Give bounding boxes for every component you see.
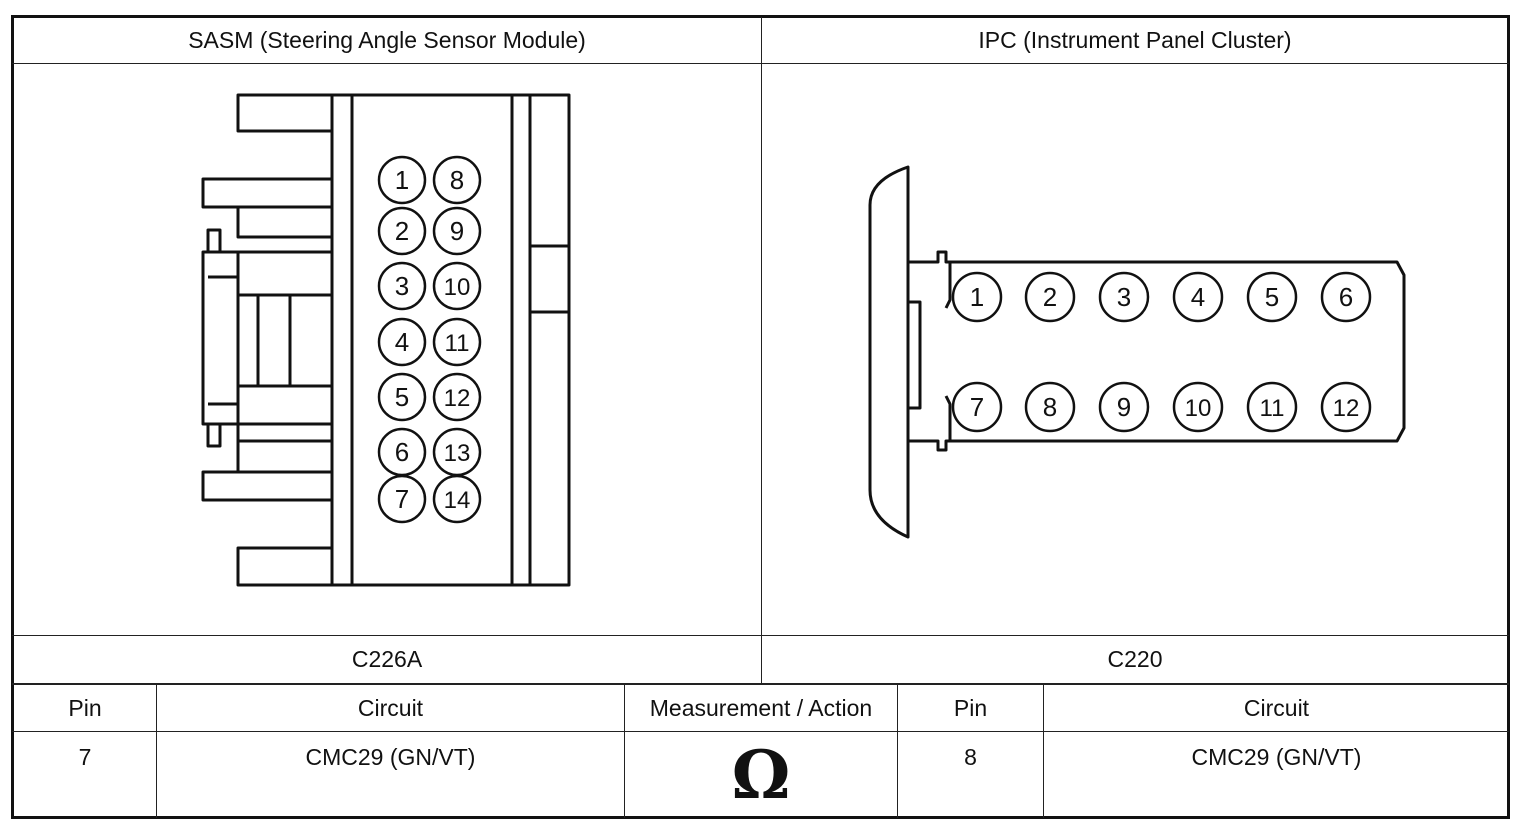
- svg-text:8: 8: [450, 165, 464, 195]
- sasm-pin-12: 12: [432, 372, 482, 422]
- col-header-circuit-b: Circuit: [1243, 694, 1310, 721]
- svg-text:14: 14: [444, 487, 471, 514]
- row-pin-b: 8: [964, 744, 977, 770]
- svg-text:3: 3: [1117, 282, 1131, 312]
- ipc-pin-2: 2: [1024, 271, 1076, 323]
- ipc-pin-7: 7: [951, 381, 1003, 433]
- sasm-pin-3: 3: [377, 261, 427, 311]
- svg-text:5: 5: [395, 382, 409, 412]
- col-divider-1: [156, 684, 157, 818]
- svg-text:7: 7: [970, 392, 984, 422]
- sasm-pin-14: 14: [432, 474, 482, 524]
- svg-text:11: 11: [1260, 395, 1285, 422]
- sasm-pin-4: 4: [377, 317, 427, 367]
- image-divider: [12, 635, 1509, 636]
- col-divider-4: [1043, 684, 1044, 818]
- sasm-pin-13: 13: [432, 427, 482, 477]
- ipc-pin-9: 9: [1098, 381, 1150, 433]
- row-pin-a: 7: [78, 744, 92, 770]
- svg-text:6: 6: [395, 437, 409, 467]
- svg-text:9: 9: [1117, 392, 1131, 422]
- connector-id-left: C226A: [351, 646, 423, 672]
- svg-text:11: 11: [445, 330, 470, 357]
- svg-text:12: 12: [1333, 395, 1360, 422]
- sasm-pin-11: 11: [432, 317, 482, 367]
- ipc-pin-11: 11: [1246, 381, 1298, 433]
- row-circuit-b: CMC29 (GN/VT): [1191, 744, 1362, 770]
- sasm-pin-5: 5: [377, 372, 427, 422]
- col-header-circuit-a: Circuit: [357, 694, 424, 721]
- sasm-pin-7: 7: [377, 474, 427, 524]
- svg-text:5: 5: [1265, 282, 1279, 312]
- ohm-icon: Ω: [731, 736, 791, 814]
- svg-text:4: 4: [1191, 282, 1205, 312]
- col-header-measurement: Measurement / Action: [649, 694, 873, 721]
- center-divider: [761, 17, 762, 684]
- svg-text:10: 10: [444, 274, 471, 301]
- svg-text:2: 2: [1043, 282, 1057, 312]
- col-divider-3: [897, 684, 898, 818]
- svg-text:1: 1: [395, 165, 409, 195]
- svg-text:9: 9: [450, 216, 464, 246]
- connector-id-divider: [12, 683, 1509, 685]
- svg-text:4: 4: [395, 327, 409, 357]
- svg-text:6: 6: [1339, 282, 1353, 312]
- ipc-connector-flange: [868, 165, 910, 539]
- header-divider: [12, 63, 1509, 64]
- col-divider-2: [624, 684, 625, 818]
- svg-text:2: 2: [395, 216, 409, 246]
- sasm-pin-2: 2: [377, 206, 427, 256]
- table-frame: [11, 15, 1510, 819]
- sasm-pin-10: 10: [432, 261, 482, 311]
- ipc-pin-3: 3: [1098, 271, 1150, 323]
- svg-text:1: 1: [970, 282, 984, 312]
- col-header-pin-a: Pin: [68, 694, 102, 721]
- ipc-pin-1: 1: [951, 271, 1003, 323]
- svg-text:7: 7: [395, 484, 409, 514]
- ipc-pin-6: 6: [1320, 271, 1372, 323]
- header-right: IPC (Instrument Panel Cluster): [978, 27, 1292, 53]
- ipc-pin-12: 12: [1320, 381, 1372, 433]
- ipc-pin-4: 4: [1172, 271, 1224, 323]
- sasm-pin-8: 8: [432, 155, 482, 205]
- svg-text:12: 12: [444, 385, 471, 412]
- svg-text:3: 3: [395, 271, 409, 301]
- ipc-pin-5: 5: [1246, 271, 1298, 323]
- sasm-pin-1: 1: [377, 155, 427, 205]
- table-header-divider: [12, 731, 1509, 732]
- connector-id-right: C220: [1107, 646, 1163, 672]
- header-left: SASM (Steering Angle Sensor Module): [188, 27, 586, 53]
- row-circuit-a: CMC29 (GN/VT): [305, 744, 476, 770]
- ipc-pin-8: 8: [1024, 381, 1076, 433]
- col-header-pin-b: Pin: [953, 694, 988, 721]
- svg-text:10: 10: [1185, 395, 1212, 422]
- svg-text:8: 8: [1043, 392, 1057, 422]
- svg-text:13: 13: [444, 440, 471, 467]
- sasm-pin-9: 9: [432, 206, 482, 256]
- ipc-pin-10: 10: [1172, 381, 1224, 433]
- sasm-connector-body: [330, 93, 571, 587]
